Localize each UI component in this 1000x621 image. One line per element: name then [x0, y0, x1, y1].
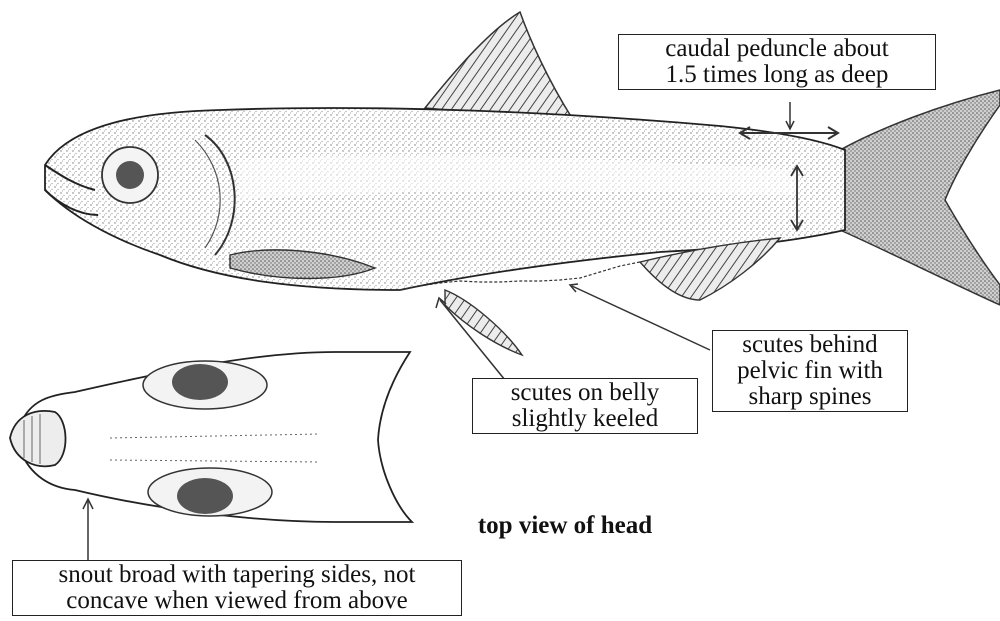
- snout-tip: [10, 411, 66, 466]
- caudal-fin: [840, 90, 1000, 305]
- caudal-line-1: caudal peduncle about: [625, 36, 929, 62]
- pelvic-fin: [445, 290, 522, 355]
- scutes-behind-line-1: scutes behind: [719, 332, 901, 358]
- pupil: [116, 161, 144, 189]
- scutes-behind-line-2: pelvic fin with: [719, 358, 901, 384]
- scutes-belly-line-1: scutes on belly: [479, 380, 691, 406]
- snout-line-1: snout broad with tapering sides, not: [19, 562, 455, 588]
- scutes-belly-line-2: slightly keeled: [479, 406, 691, 432]
- top-view-text: top view of head: [451, 513, 679, 539]
- snout-label: snout broad with tapering sides, not con…: [12, 560, 462, 616]
- caudal-peduncle-label: caudal peduncle about 1.5 times long as …: [618, 34, 936, 90]
- top-view-caption: top view of head: [445, 512, 685, 540]
- scutes-belly-label: scutes on belly slightly keeled: [472, 378, 698, 434]
- scutes-behind-line-3: sharp spines: [719, 384, 901, 410]
- snout-line-2: concave when viewed from above: [19, 588, 455, 614]
- scutes-behind-label: scutes behind pelvic fin with sharp spin…: [712, 330, 908, 412]
- dorsal-fin: [425, 12, 572, 118]
- caudal-line-2: 1.5 times long as deep: [625, 62, 929, 88]
